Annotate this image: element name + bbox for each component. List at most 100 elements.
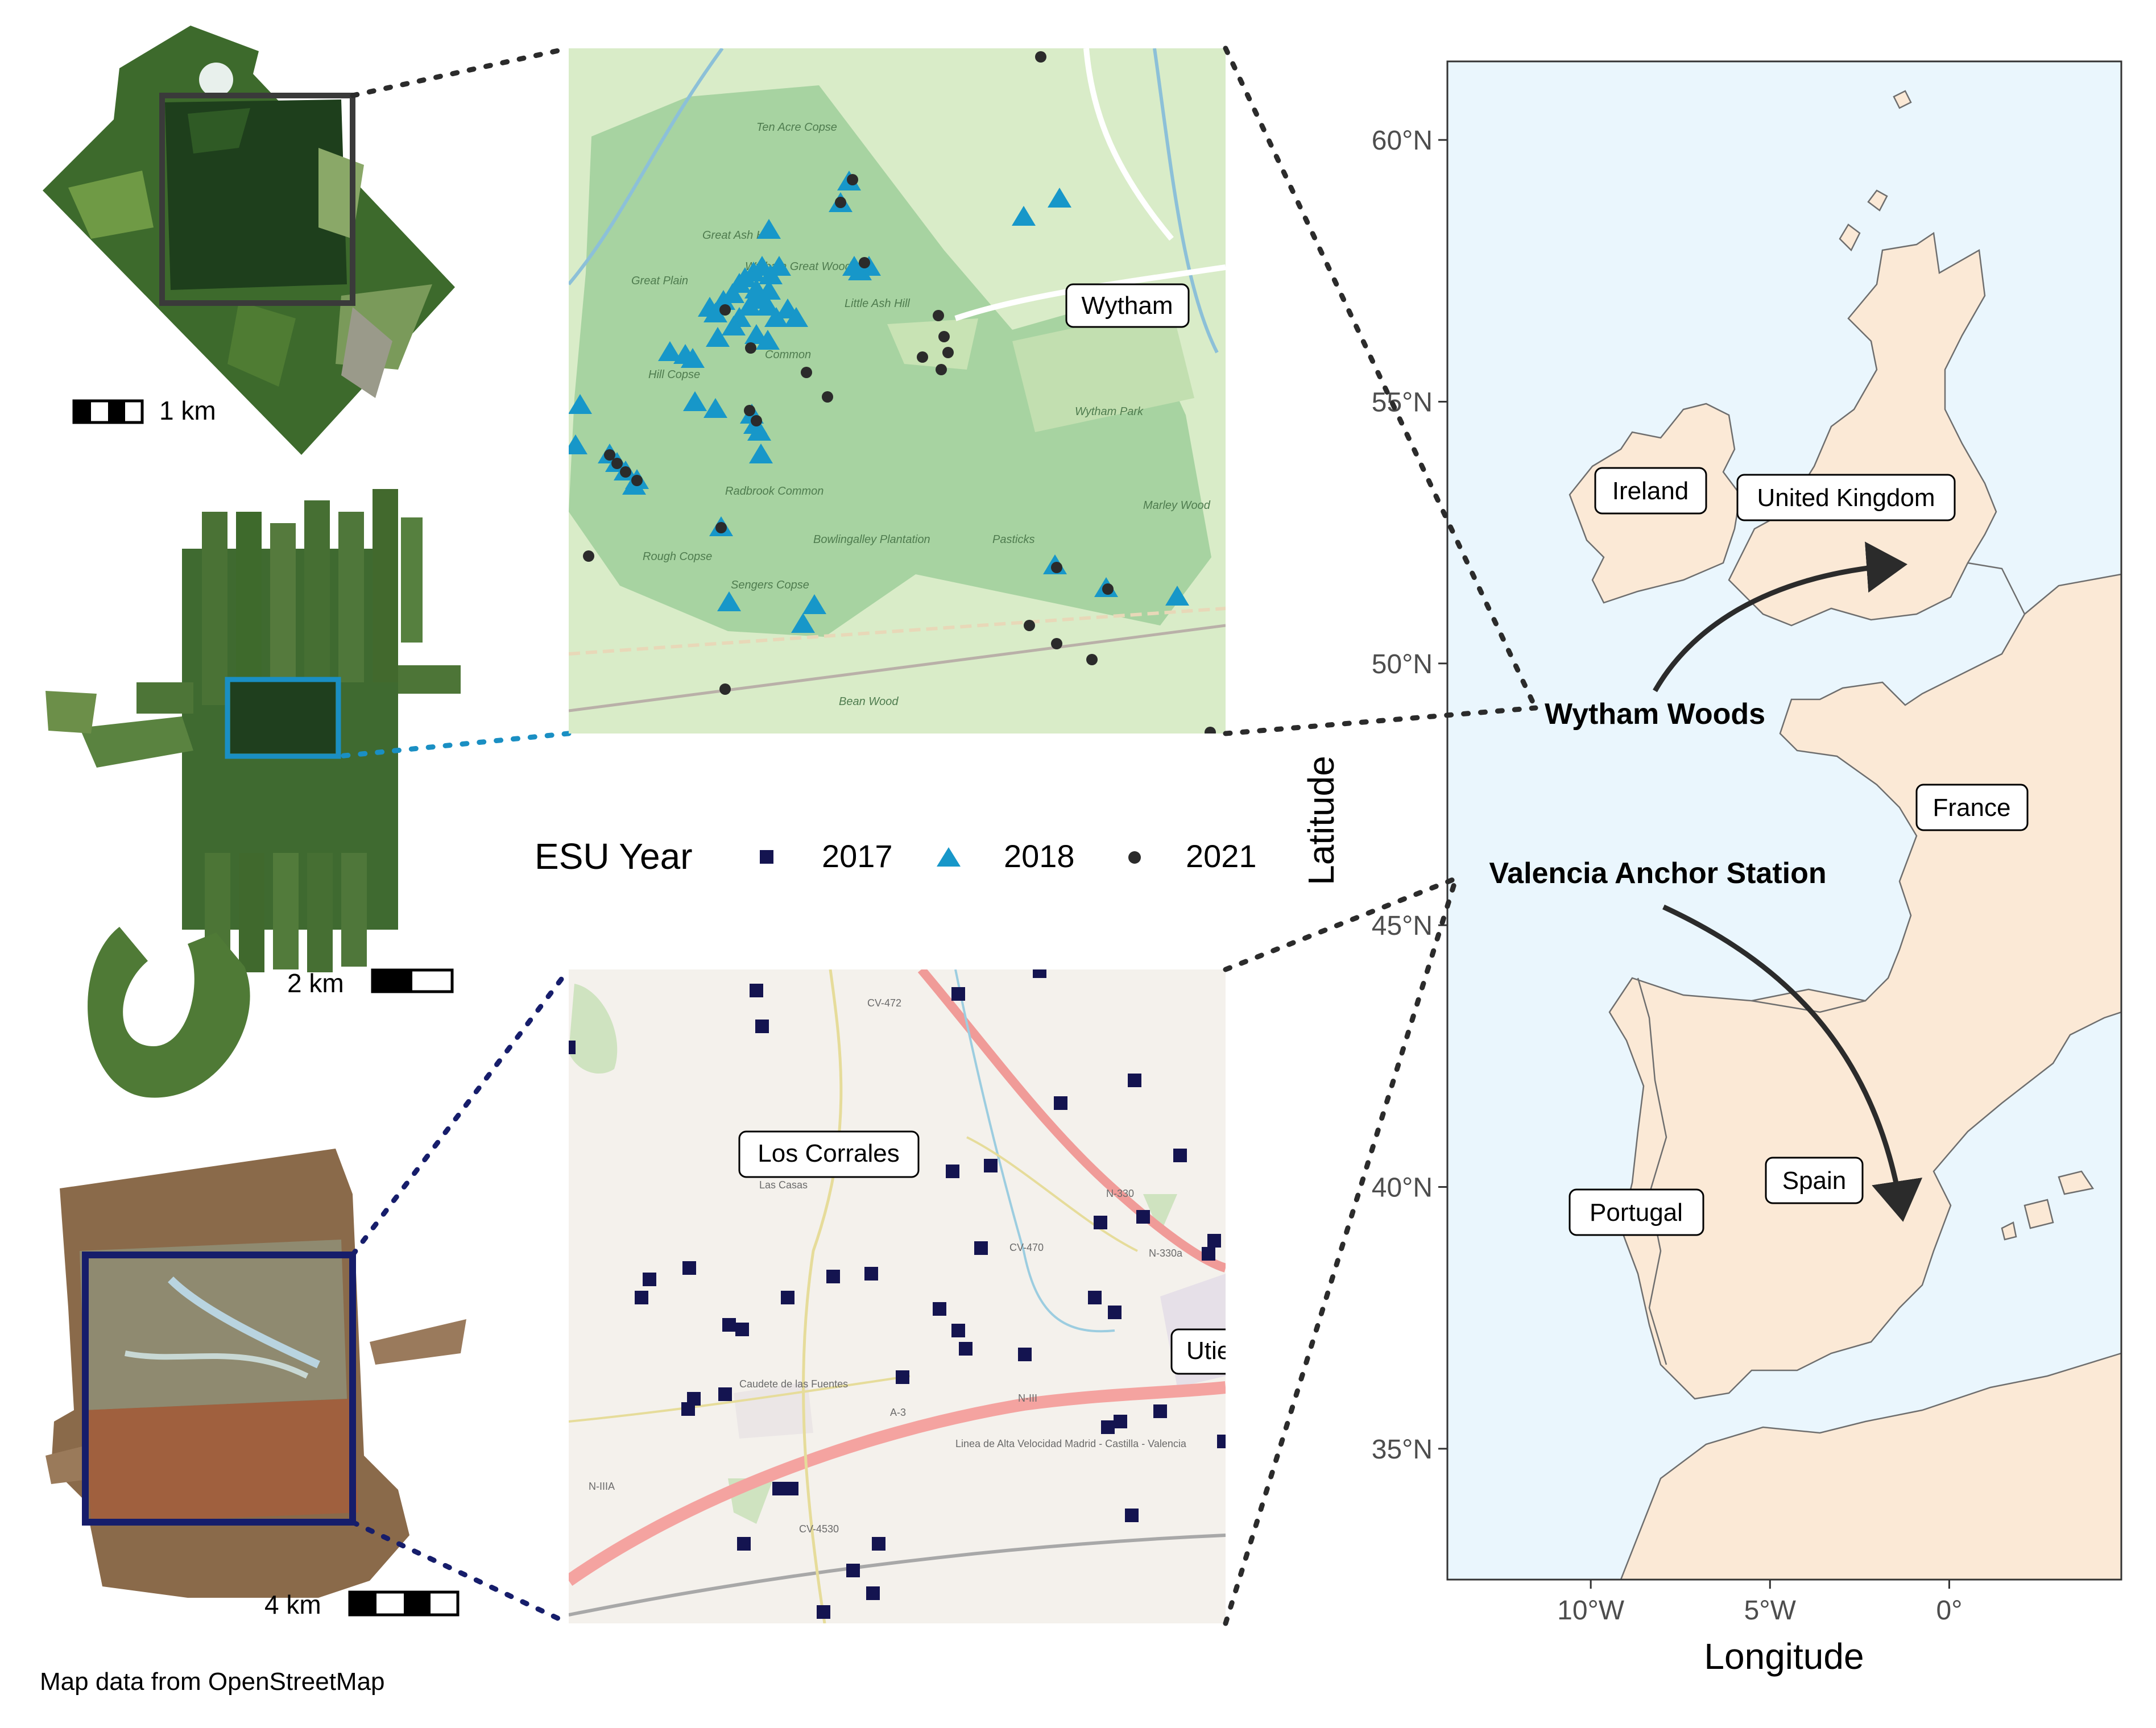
y-tick-label: 50°N — [1372, 649, 1433, 679]
esu-marker-2017 — [1173, 1149, 1187, 1162]
wytham-satellite-thumbnail — [43, 26, 455, 455]
esu-marker-2017 — [896, 1370, 909, 1384]
esu-marker-2021 — [1024, 620, 1035, 631]
esu-marker-2021 — [1102, 583, 1114, 595]
scale-bar-2km: 2 km — [287, 968, 454, 998]
esu-marker-2017 — [755, 1020, 769, 1033]
site-label-valencia: Valencia Anchor Station — [1489, 857, 1826, 890]
esu-marker-2021 — [938, 331, 950, 342]
valencia-esu-markers — [569, 969, 1226, 1619]
esu-marker-2021 — [936, 364, 947, 375]
esu-marker-2021 — [1205, 727, 1216, 734]
esu-marker-2021 — [719, 683, 731, 695]
basemap-label: Great Plain — [631, 275, 688, 287]
legend-key-2018 — [937, 847, 961, 867]
esu-marker-2021 — [719, 304, 731, 316]
basemap-label: Bowlingalley Plantation — [813, 533, 930, 546]
esu-marker-2021 — [1086, 654, 1098, 665]
esu-marker-2021 — [751, 415, 762, 426]
esu-marker-2021 — [859, 257, 870, 268]
esu-marker-2017 — [846, 1564, 860, 1577]
esu-marker-2017 — [1108, 1306, 1122, 1319]
esu-marker-2017 — [737, 1537, 751, 1551]
country-france-text: France — [1933, 794, 2011, 822]
basemap-label: CV-470 — [1009, 1242, 1044, 1253]
esu-marker-2017 — [1207, 1234, 1221, 1248]
valencia-basemap-text: CV-472 CV-470 N-330 N-330a Las Casas Cau… — [589, 997, 1187, 1535]
esu-marker-2018 — [764, 307, 788, 327]
esu-marker-2018 — [722, 316, 746, 335]
esu-marker-2017 — [722, 1318, 736, 1332]
esu-marker-2017 — [1153, 1404, 1167, 1418]
esu-marker-2017 — [817, 1605, 830, 1619]
esu-marker-2021 — [1035, 51, 1046, 63]
x-axis-label: Longitude — [1704, 1636, 1864, 1677]
basemap-label: Sengers Copse — [731, 579, 809, 591]
valencia-satellite-thumbnail — [45, 1149, 466, 1598]
valencia-osm-map: CV-472 CV-470 N-330 N-330a Las Casas Cau… — [569, 969, 1226, 1623]
esu-marker-2018 — [1048, 188, 1071, 208]
basemap-label: Hill Copse — [648, 368, 700, 381]
esu-marker-2021 — [631, 475, 643, 486]
basemap-label: N-III — [1018, 1393, 1037, 1404]
esu-marker-2018 — [1012, 206, 1036, 226]
esu-marker-2021 — [933, 310, 944, 321]
esu-marker-2018 — [749, 444, 773, 463]
scale-bar-1km-label: 1 km — [159, 396, 216, 425]
esu-marker-2021 — [1051, 638, 1062, 649]
connector-lines-right — [1223, 45, 1538, 1626]
basemap-label: CV-472 — [867, 997, 901, 1009]
country-portugal-text: Portugal — [1590, 1199, 1683, 1226]
esu-marker-2017 — [1128, 1074, 1141, 1087]
esu-marker-2017 — [682, 1261, 696, 1275]
esu-marker-2021 — [715, 522, 727, 533]
country-spain-label: Spain — [1765, 1157, 1864, 1204]
scale-bar-4km: 4 km — [264, 1590, 460, 1619]
y-tick-label: 40°N — [1372, 1172, 1433, 1203]
country-portugal-label: Portugal — [1569, 1188, 1704, 1236]
esu-marker-2018 — [706, 327, 730, 347]
esu-marker-2017 — [1054, 1096, 1067, 1110]
esu-marker-2017 — [974, 1241, 988, 1255]
wytham-place-label-text: Wytham — [1082, 292, 1173, 320]
esu-marker-2017 — [681, 1402, 695, 1416]
esu-marker-2017 — [1101, 1420, 1115, 1434]
esu-marker-2017 — [984, 1159, 998, 1172]
basemap-label: Pasticks — [992, 533, 1034, 546]
basemap-label: Radbrook Common — [725, 485, 823, 498]
esu-marker-2017 — [781, 1291, 794, 1304]
esu-marker-2017 — [866, 1586, 880, 1600]
esu-marker-2021 — [744, 405, 755, 416]
esu-marker-2018 — [738, 296, 762, 316]
esu-marker-2017 — [1217, 1435, 1226, 1448]
borders — [1637, 562, 2026, 1365]
esu-marker-2018 — [756, 330, 780, 350]
utiel-label: Utiel — [1170, 1328, 1226, 1375]
basemap-label: Little Ash Hill — [845, 297, 910, 310]
esu-marker-2018 — [704, 398, 727, 418]
esu-marker-2018 — [681, 348, 705, 368]
esu-marker-2018 — [569, 394, 592, 414]
basemap-label: Marley Wood — [1143, 499, 1211, 512]
basemap-label: A-3 — [890, 1407, 906, 1418]
esu-marker-2021 — [745, 342, 756, 354]
connector-lines-left — [336, 45, 572, 1626]
x-tick-label: 0° — [1936, 1596, 1963, 1626]
wytham-osm-map: Ten Acre Copse Great Ash Hill Wytham Gre… — [569, 48, 1226, 734]
esu-marker-2018 — [802, 594, 826, 614]
wytham-esu-markers — [569, 51, 1216, 734]
valencia-arrow — [1662, 904, 1923, 1222]
basemap-label: N-330a — [1149, 1248, 1183, 1259]
basemap-label: Ten Acre Copse — [756, 121, 837, 134]
y-tick-label: 35°N — [1372, 1435, 1433, 1465]
wytham-place-label: Wytham — [1065, 283, 1190, 328]
basemap-label: CV-4530 — [799, 1523, 839, 1535]
esu-marker-2017 — [951, 987, 965, 1001]
basemap-label: Caudete de las Fuentes — [739, 1378, 848, 1390]
esu-marker-2021 — [835, 197, 846, 208]
esu-marker-2017 — [750, 984, 763, 997]
country-uk-label: United Kingdom — [1736, 474, 1956, 521]
esu-marker-2018 — [683, 391, 707, 411]
esu-marker-2021 — [801, 367, 812, 378]
